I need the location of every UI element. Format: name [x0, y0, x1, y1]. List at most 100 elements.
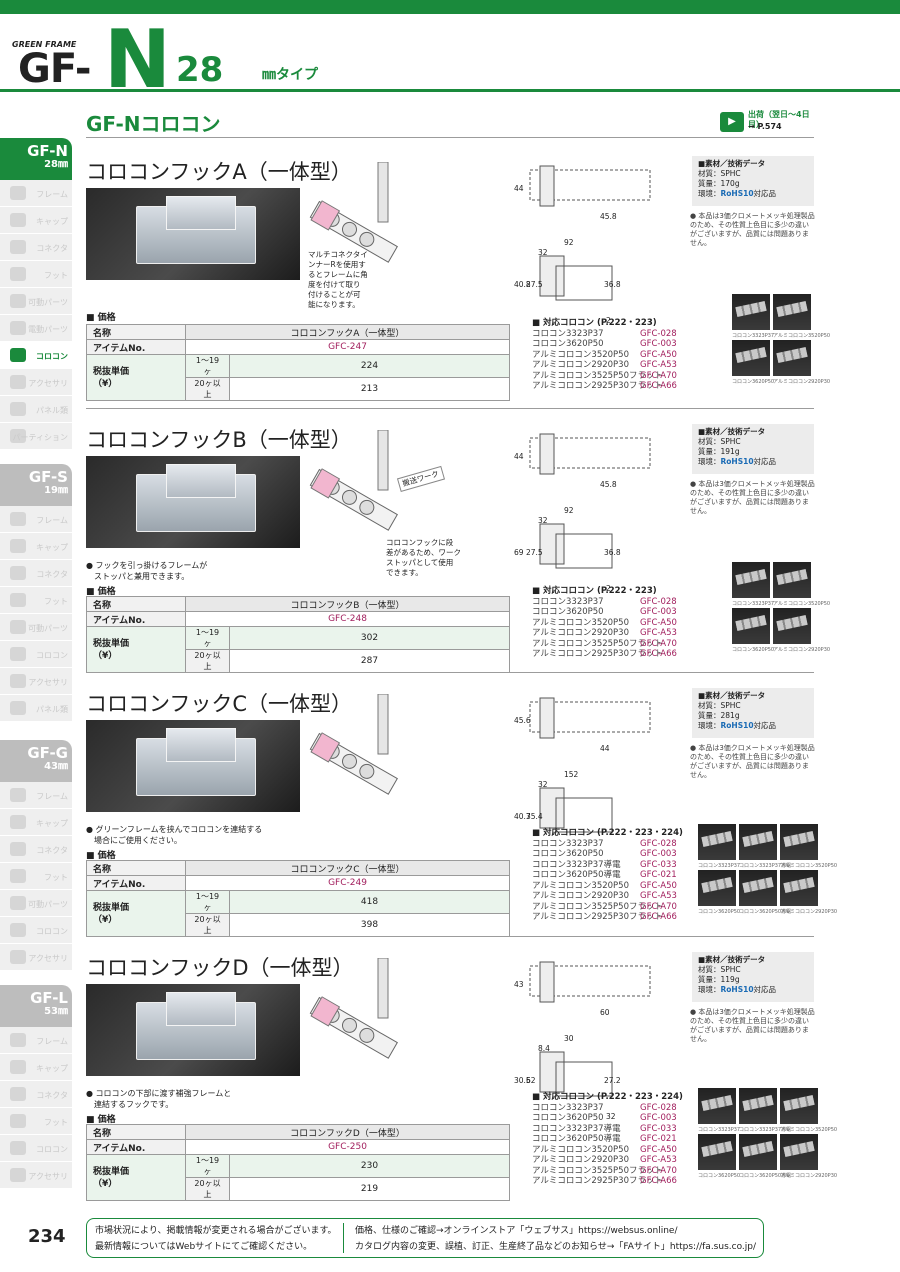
sidebar-item[interactable]: コロコン [0, 641, 72, 668]
compat-code[interactable]: GFC-028 [640, 838, 677, 849]
sidebar-item[interactable]: コネクタ [0, 1081, 72, 1108]
sidebar-item[interactable]: フット [0, 863, 72, 890]
footer-right-2[interactable]: カタログ内容の変更、誤植、訂正、生産終了品などのお知らせ→「FAサイト」http… [355, 1242, 757, 1252]
sidebar-item[interactable]: 電動パーツ [0, 315, 72, 342]
section-rule [86, 137, 814, 138]
thumbnail-caption: アルミコロコン2920P30 [780, 909, 838, 915]
top-bar [0, 0, 900, 14]
compat-code[interactable]: GFC-003 [640, 339, 677, 349]
table-row: アイテムNo.GFC-247 [86, 339, 510, 355]
compat-code[interactable]: GFC-033 [640, 1123, 677, 1134]
compat-code[interactable]: GFC-A70 [640, 638, 677, 649]
compat-code[interactable]: GFC-033 [640, 859, 677, 870]
name-label: 名称 [86, 596, 186, 612]
sidebar-item[interactable]: アクセサリ [0, 668, 72, 695]
compat-code[interactable]: GFC-028 [640, 1102, 677, 1113]
item-code[interactable]: GFC-247 [185, 339, 510, 355]
dimension-label: 8.4 [538, 1044, 550, 1053]
sidebar-item-icon [10, 1168, 26, 1182]
sidebar-item-icon [10, 1033, 26, 1047]
compat-code[interactable]: GFC-A70 [640, 901, 677, 912]
sidebar-item[interactable]: キャップ [0, 207, 72, 234]
compat-code[interactable]: GFC-028 [640, 328, 677, 339]
sidebar-item[interactable]: コロコン [0, 342, 72, 369]
sidebar-item[interactable]: アクセサリ [0, 1162, 72, 1189]
sidebar-item[interactable]: パーティション [0, 423, 72, 450]
footer-right-1[interactable]: 価格、仕様のご確認→オンラインストア「ウェブサス」https://websus.… [355, 1226, 678, 1236]
spec-heading: ■素材／技術データ [698, 691, 766, 700]
compat-code[interactable]: GFC-A66 [640, 381, 677, 391]
price-2: 287 [229, 649, 510, 673]
sidebar-item[interactable]: フット [0, 587, 72, 614]
compat-code[interactable]: GFC-A66 [640, 649, 677, 659]
compat-code[interactable]: GFC-A50 [640, 349, 677, 360]
section-title: GF-Nコロコン [86, 112, 221, 136]
sidebar-item-label: 可動パーツ [28, 298, 68, 307]
photo-shape [166, 464, 236, 498]
sidebar-item[interactable]: キャップ [0, 1054, 72, 1081]
compat-code[interactable]: GFC-A50 [640, 617, 677, 628]
roller-thumbnail: アルミコロコン2920P30 [780, 870, 837, 915]
compat-heading: ■ 対応コロコン (P.222・223・224) [532, 1092, 686, 1103]
sidebar-item-label: 電動パーツ [28, 325, 68, 334]
sidebar-item-icon [10, 267, 26, 281]
sidebar-item[interactable]: 可動パーツ [0, 288, 72, 315]
item-code[interactable]: GFC-249 [185, 875, 510, 891]
spec-material: 材質：SPHC [698, 437, 741, 446]
sidebar-item[interactable]: フット [0, 1108, 72, 1135]
compat-code[interactable]: GFC-003 [640, 607, 677, 617]
compat-code[interactable]: GFC-021 [640, 870, 677, 880]
compat-code[interactable]: GFC-A53 [640, 628, 677, 638]
sidebar-item[interactable]: 可動パーツ [0, 890, 72, 917]
compat-pages: (P.222・223・224) [596, 1092, 683, 1102]
compat-code[interactable]: GFC-A66 [640, 1176, 677, 1186]
compat-code[interactable]: GFC-A53 [640, 1155, 677, 1165]
sidebar-item[interactable]: キャップ [0, 533, 72, 560]
compat-name: コロコン3323P37 [532, 1102, 604, 1113]
spec-env-label: 環境： [698, 985, 721, 994]
sidebar-item[interactable]: コネクタ [0, 234, 72, 261]
sidebar-item[interactable]: アクセサリ [0, 944, 72, 971]
sidebar-item[interactable]: パネル類 [0, 396, 72, 423]
compat-code[interactable]: GFC-A70 [640, 370, 677, 381]
sidebar-item[interactable]: コロコン [0, 917, 72, 944]
sidebar-item-icon [10, 1114, 26, 1128]
sidebar-item[interactable]: アクセサリ [0, 369, 72, 396]
compat-code[interactable]: GFC-A53 [640, 360, 677, 370]
sidebar-item-icon [10, 950, 26, 964]
price-heading: ■ 価格 [86, 587, 116, 597]
sidebar-item[interactable]: パネル類 [0, 695, 72, 722]
compat-code[interactable]: GFC-A50 [640, 1144, 677, 1155]
sidebar-item[interactable]: フレーム [0, 782, 72, 809]
compat-code[interactable]: GFC-003 [640, 849, 677, 859]
unit-price-label: 税抜単価（¥） [86, 890, 186, 937]
top-view-hook [539, 433, 555, 475]
compat-heading-prefix: ■ 対応コロコン [532, 1092, 594, 1102]
sidebar-item[interactable]: キャップ [0, 809, 72, 836]
roller-thumbnail: アルミコロコン3520P50 [773, 294, 830, 339]
sidebar-item[interactable]: フレーム [0, 506, 72, 533]
item-code[interactable]: GFC-248 [185, 611, 510, 627]
sidebar-item[interactable]: コネクタ [0, 836, 72, 863]
compat-code[interactable]: GFC-A50 [640, 880, 677, 891]
compat-code[interactable]: GFC-028 [640, 596, 677, 607]
sidebar-item[interactable]: フット [0, 261, 72, 288]
compat-code[interactable]: GFC-003 [640, 1113, 677, 1123]
ship-info[interactable]: ▶ 出荷（翌日〜4日目） → P.574 [720, 110, 820, 138]
sidebar-item[interactable]: フレーム [0, 180, 72, 207]
sidebar-item[interactable]: コロコン [0, 1135, 72, 1162]
compat-code[interactable]: GFC-A70 [640, 1165, 677, 1176]
compat-code[interactable]: GFC-A66 [640, 912, 677, 922]
sidebar-item[interactable]: コネクタ [0, 560, 72, 587]
item-code[interactable]: GFC-250 [185, 1139, 510, 1155]
compat-code[interactable]: GFC-A53 [640, 891, 677, 901]
compat-code[interactable]: GFC-021 [640, 1134, 677, 1144]
sidebar-item[interactable]: フレーム [0, 1027, 72, 1054]
sidebar-item[interactable]: 可動パーツ [0, 614, 72, 641]
